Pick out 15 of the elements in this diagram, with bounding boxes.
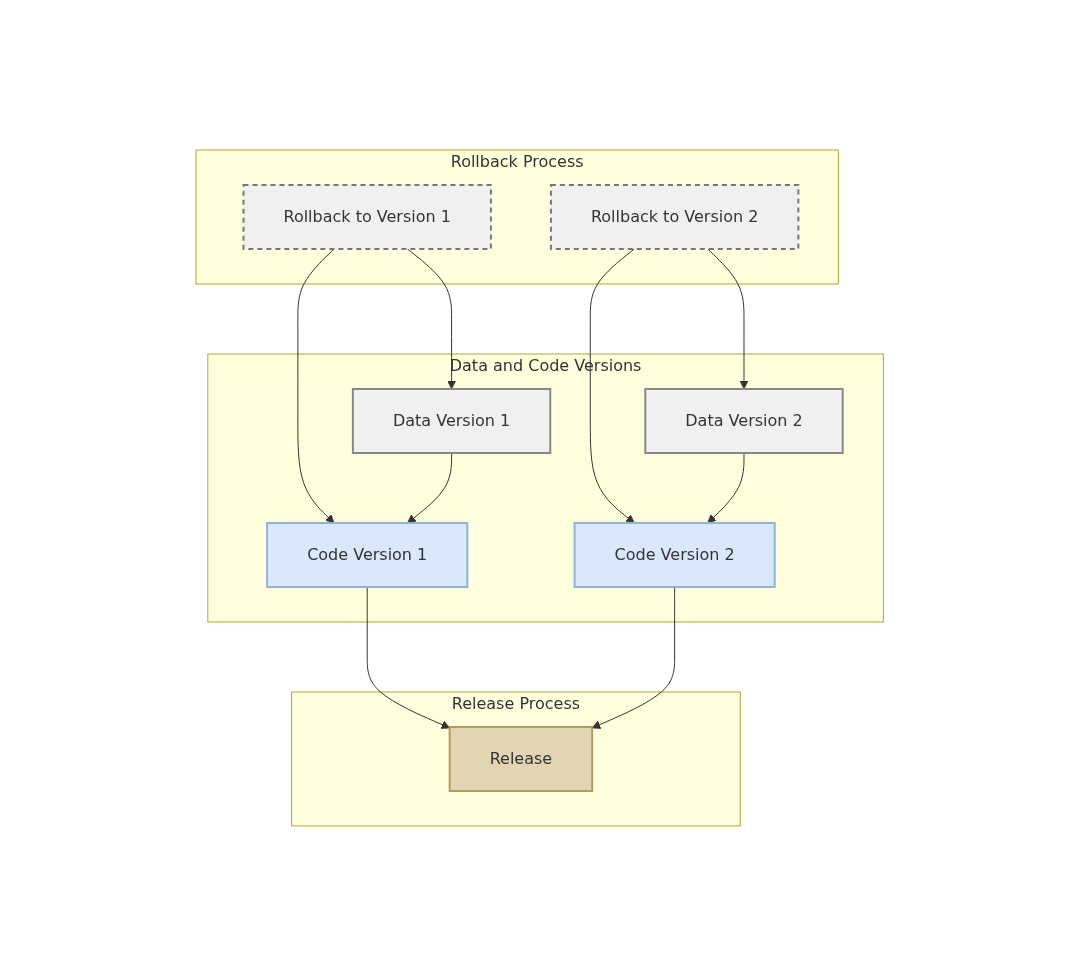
- node-box: Rollback to Version 2: [550, 184, 800, 250]
- node-box: Code Version 2: [573, 522, 777, 588]
- arrow: [407, 248, 457, 390]
- node-box: Data Version 1: [352, 388, 552, 454]
- node-box: Data Version 2: [644, 388, 844, 454]
- arrow: [592, 586, 676, 729]
- arrow: [297, 248, 335, 524]
- node-box: Code Version 1: [266, 522, 469, 588]
- arrow: [407, 452, 453, 524]
- arrow: [367, 586, 451, 729]
- node-box: Rollback to Version 1: [242, 184, 493, 250]
- node-box: Release: [449, 726, 594, 792]
- arrow: [707, 452, 745, 524]
- arrow: [590, 248, 636, 524]
- arrow: [707, 248, 749, 390]
